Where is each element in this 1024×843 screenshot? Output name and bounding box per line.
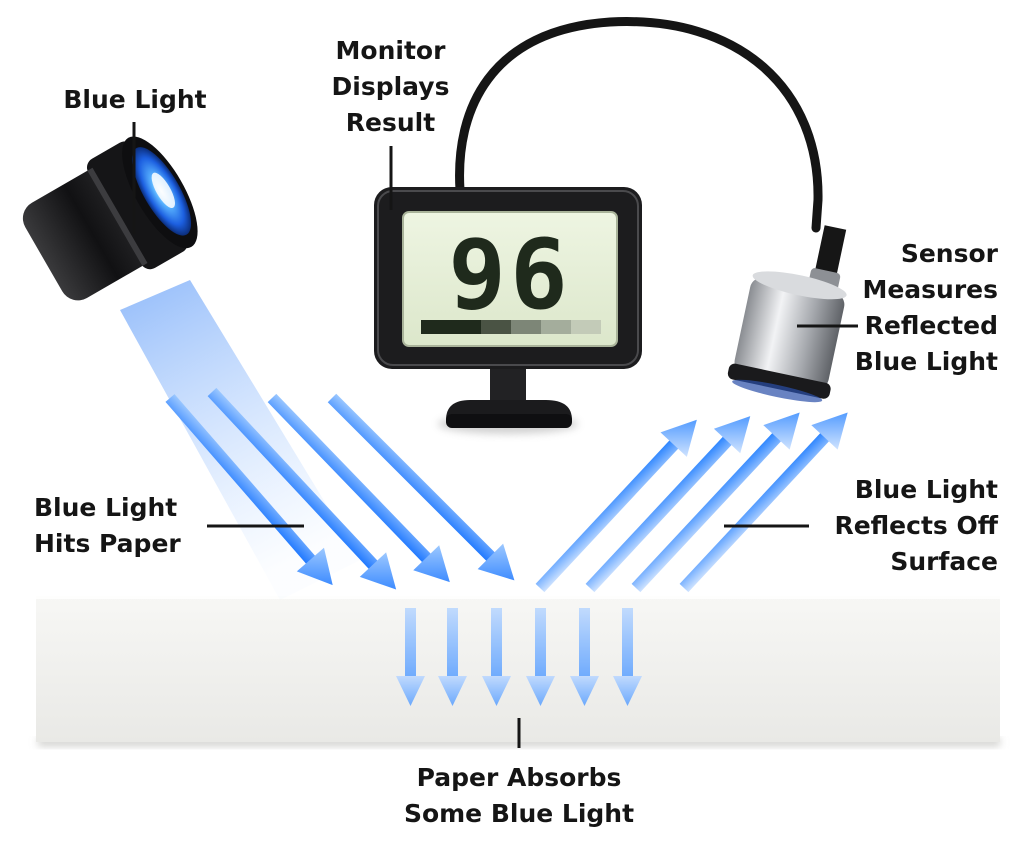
light-beam (120, 280, 360, 600)
sensor-label: Sensor Measures Reflected Blue Light (854, 239, 998, 376)
leader-lines (132, 122, 858, 748)
blue-light-label: Blue Light (63, 85, 207, 114)
absorbed-light-arrows (396, 608, 642, 706)
monitor-device: 96 (374, 187, 642, 434)
monitor-reading: 96 (448, 219, 572, 331)
reflected-light-arrows (535, 412, 848, 593)
hits-paper-label: Blue Light Hits Paper (34, 493, 181, 558)
incoming-light-arrows (165, 387, 515, 590)
monitor-label: Monitor Displays Result (331, 36, 450, 137)
flashlight-icon (22, 136, 198, 301)
sensor-cable (455, 17, 823, 233)
absorbs-label: Paper Absorbs Some Blue Light (403, 763, 635, 828)
sensor-icon (727, 225, 847, 403)
reflects-off-surface-label: Blue Light Reflects Off Surface (834, 475, 998, 576)
monitor-progress-bar (421, 320, 601, 334)
